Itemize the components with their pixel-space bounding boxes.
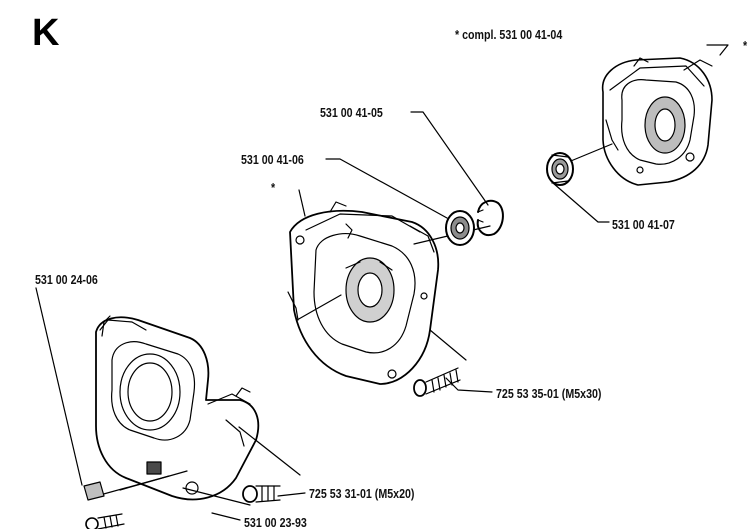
circlip-41-05 bbox=[476, 199, 504, 236]
label-part-531-00-41-05: 531 00 41-05 bbox=[320, 105, 383, 120]
screw-31-01 bbox=[242, 485, 281, 503]
bearing-41-07 bbox=[546, 152, 574, 186]
label-part-531-00-23-93: 531 00 23-93 bbox=[244, 515, 307, 529]
bearing-41-06 bbox=[445, 210, 475, 246]
label-screw-725-53-35-01: 725 53 35-01 (M5x30) bbox=[496, 386, 602, 401]
label-screw-725-53-31-01: 725 53 31-01 (M5x20) bbox=[309, 486, 415, 501]
section-letter: K bbox=[32, 12, 60, 54]
small-plate-part bbox=[83, 481, 105, 501]
asterisk-marker-middle: * bbox=[271, 180, 276, 195]
label-part-531-00-24-06: 531 00 24-06 bbox=[35, 272, 98, 287]
label-part-531-00-41-07: 531 00 41-07 bbox=[612, 217, 675, 232]
screw-35-01 bbox=[413, 367, 461, 397]
asterisk-marker-top: * bbox=[743, 38, 748, 53]
leader-lines bbox=[35, 44, 729, 521]
label-part-531-00-41-06: 531 00 41-06 bbox=[241, 152, 304, 167]
crankcase-half-middle bbox=[287, 201, 440, 385]
screw-23-93 bbox=[85, 513, 125, 529]
crankcase-half-right bbox=[601, 57, 713, 186]
housing-cover-24-06 bbox=[95, 315, 260, 501]
complete-assembly-note: * compl. 531 00 41-04 bbox=[455, 27, 563, 42]
